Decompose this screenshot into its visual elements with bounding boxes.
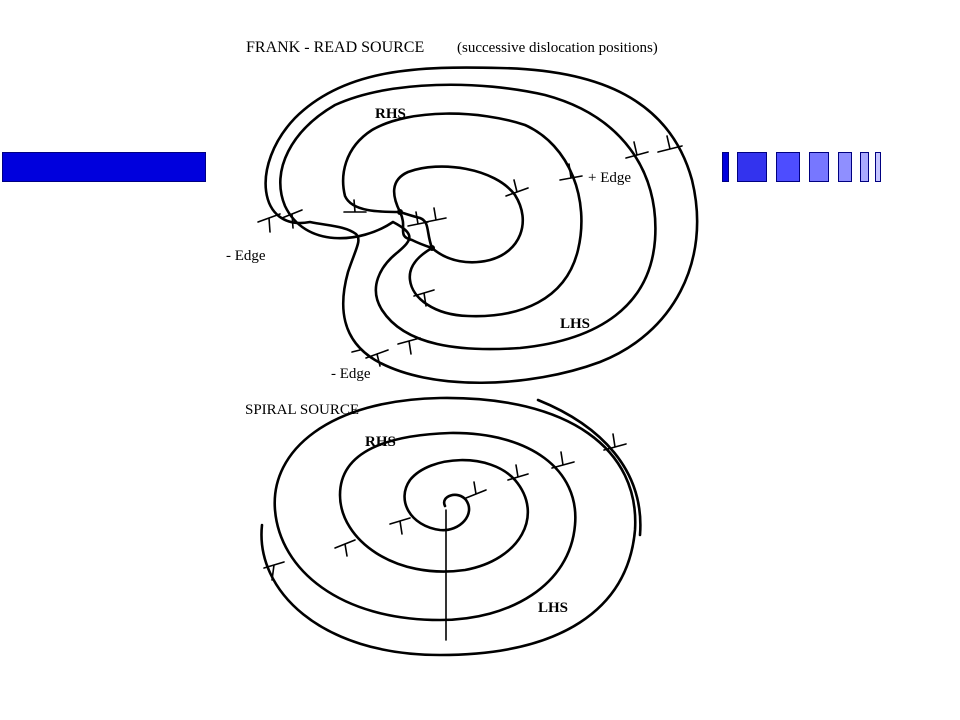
dislocation-symbols-spiral: [263, 433, 627, 581]
blue-bar-strip-6: [860, 152, 869, 182]
spiral-rhs-label: RHS: [365, 434, 396, 450]
frank-read-loop-middle: [279, 83, 657, 351]
spiral-source: SPIRAL SOURCE RHS LHS: [245, 396, 642, 657]
frank-read-loop-inner: [341, 112, 583, 318]
pinning-point-left: [397, 209, 403, 215]
spiral-lhs-label: LHS: [538, 600, 568, 616]
blue-bar-strip-4: [809, 152, 829, 182]
frank-read-subtitle: (successive dislocation positions): [457, 40, 658, 56]
frank-read-rhs-label: RHS: [375, 106, 406, 122]
pinning-point-right: [429, 245, 435, 251]
blue-bar-strip-3: [776, 152, 800, 182]
dislocation-symbols-frank-read: [257, 135, 683, 367]
plus-edge-label: + Edge: [588, 170, 631, 186]
blue-bar-strip-7: [875, 152, 881, 182]
frank-read-loop-outer: [264, 66, 699, 385]
blue-bar-strip-2: [737, 152, 767, 182]
minus-edge-bottom-label: - Edge: [331, 366, 371, 382]
blue-bar-strip-1: [722, 152, 729, 182]
frank-read-title: FRANK - READ SOURCE: [246, 39, 424, 56]
spiral-arm: [260, 396, 637, 657]
frank-read-source: FRANK - READ SOURCE (successive dislocat…: [226, 39, 699, 385]
blue-bar-strip-5: [838, 152, 852, 182]
frank-read-loop-innermost: [392, 165, 525, 264]
minus-edge-left-label: - Edge: [226, 248, 266, 264]
frank-read-lhs-label: LHS: [560, 316, 590, 332]
spiral-outer-arc: [536, 398, 642, 537]
spiral-source-title: SPIRAL SOURCE: [245, 402, 359, 418]
blue-bar-left: [2, 152, 206, 182]
